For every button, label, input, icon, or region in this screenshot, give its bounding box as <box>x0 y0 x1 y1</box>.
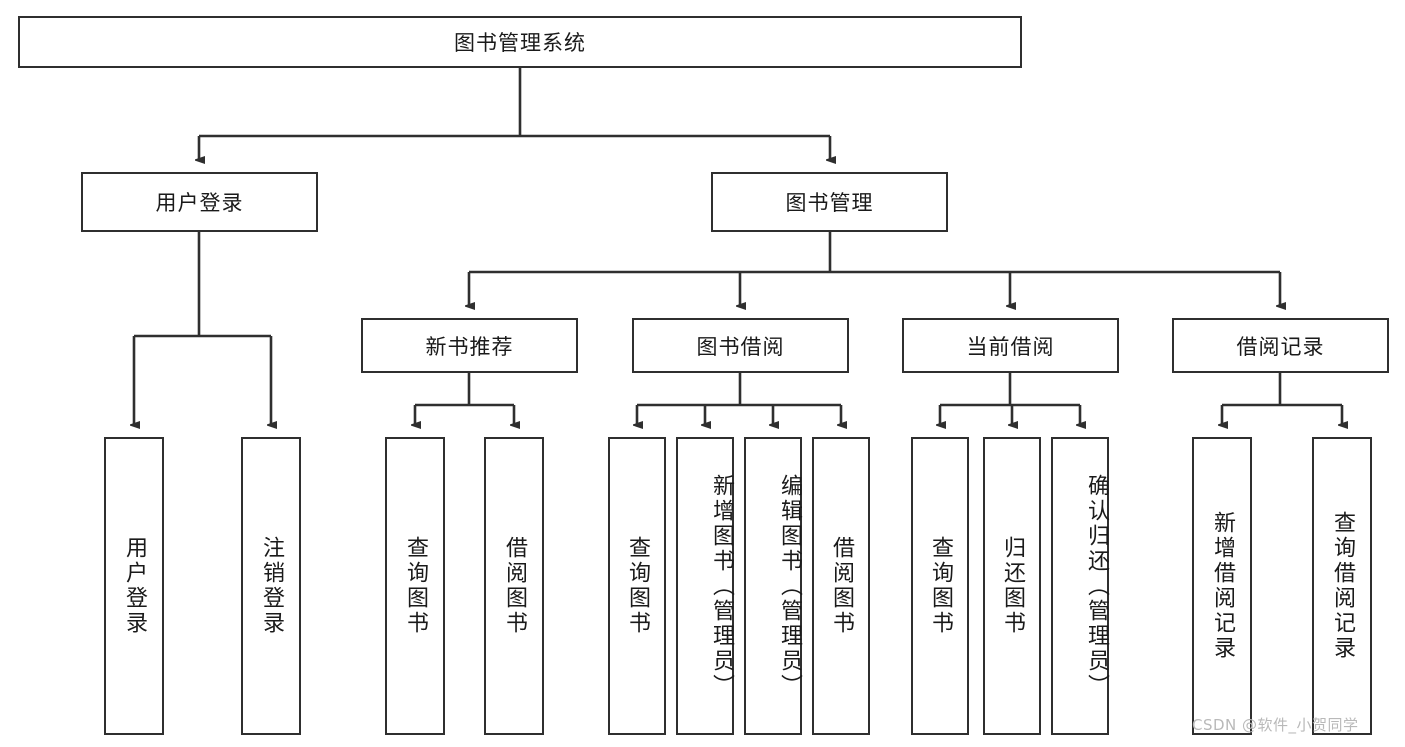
node-leaf-cb-return-label: 归还图书 <box>1000 536 1025 636</box>
node-leaf-cb-return[interactable]: 归还图书 <box>983 437 1041 735</box>
node-leaf-bb-add-label: 新增图书（管理员） <box>709 473 734 699</box>
node-user-login-label: 用户登录 <box>155 191 244 215</box>
node-leaf-bb-lend[interactable]: 借阅图书 <box>812 437 870 735</box>
node-leaf-bb-lend-label: 借阅图书 <box>829 536 854 636</box>
node-leaf-user-logout[interactable]: 注销登录 <box>241 437 301 735</box>
node-leaf-br-add-label: 新增借阅记录 <box>1210 511 1235 661</box>
node-current-borrow[interactable]: 当前借阅 <box>902 318 1119 373</box>
node-leaf-user-login[interactable]: 用户登录 <box>104 437 164 735</box>
node-leaf-cb-query[interactable]: 查询图书 <box>911 437 969 735</box>
node-borrow-record[interactable]: 借阅记录 <box>1172 318 1389 373</box>
node-leaf-bb-query[interactable]: 查询图书 <box>608 437 666 735</box>
node-leaf-bb-add[interactable]: 新增图书（管理员） <box>676 437 734 735</box>
node-current-borrow-label: 当前借阅 <box>966 334 1055 359</box>
node-leaf-cb-confirm[interactable]: 确认归还（管理员） <box>1051 437 1109 735</box>
node-leaf-br-query[interactable]: 查询借阅记录 <box>1312 437 1372 735</box>
node-leaf-user-login-label: 用户登录 <box>122 536 147 636</box>
node-leaf-cb-confirm-label: 确认归还（管理员） <box>1084 473 1109 699</box>
node-root-label: 图书管理系统 <box>454 31 586 55</box>
node-leaf-br-add[interactable]: 新增借阅记录 <box>1192 437 1252 735</box>
node-leaf-rec-query[interactable]: 查询图书 <box>385 437 445 735</box>
node-leaf-br-query-label: 查询借阅记录 <box>1330 511 1355 661</box>
node-leaf-bb-query-label: 查询图书 <box>625 536 650 636</box>
node-leaf-rec-borrow-label: 借阅图书 <box>502 536 527 636</box>
node-new-book-rec[interactable]: 新书推荐 <box>361 318 578 373</box>
node-leaf-rec-query-label: 查询图书 <box>403 536 428 636</box>
node-leaf-bb-edit-label: 编辑图书（管理员） <box>777 473 802 699</box>
node-leaf-cb-query-label: 查询图书 <box>928 536 953 636</box>
node-leaf-user-logout-label: 注销登录 <box>259 536 284 636</box>
node-book-manage[interactable]: 图书管理 <box>711 172 948 232</box>
node-user-login[interactable]: 用户登录 <box>81 172 318 232</box>
node-new-book-rec-label: 新书推荐 <box>425 334 514 359</box>
csdn-watermark: CSDN @软件_小贺同学 <box>1192 716 1359 734</box>
node-root[interactable]: 图书管理系统 <box>18 16 1022 68</box>
node-book-borrow-label: 图书借阅 <box>696 334 785 359</box>
node-book-manage-label: 图书管理 <box>785 191 874 215</box>
node-leaf-bb-edit[interactable]: 编辑图书（管理员） <box>744 437 802 735</box>
node-borrow-record-label: 借阅记录 <box>1236 334 1325 359</box>
node-book-borrow[interactable]: 图书借阅 <box>632 318 849 373</box>
node-leaf-rec-borrow[interactable]: 借阅图书 <box>484 437 544 735</box>
